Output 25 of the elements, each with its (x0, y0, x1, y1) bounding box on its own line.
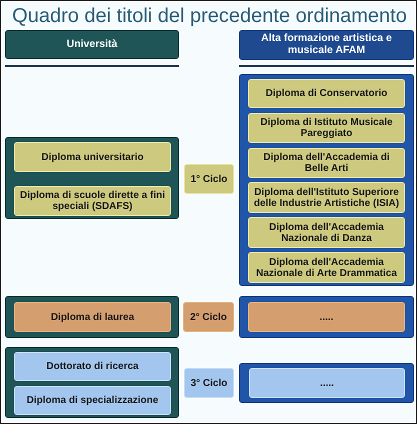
group-panel (5, 137, 179, 219)
group-panel (239, 363, 414, 403)
column-header: Università (5, 30, 179, 59)
cycle-box: 3° Ciclo (184, 368, 234, 398)
title-box: Diploma di Istituto Musicale Pareggiato (248, 113, 405, 143)
group-panel (239, 296, 414, 338)
title-box: Diploma universitario (14, 142, 171, 172)
title-box: Diploma dell'Accademia di Belle Arti (248, 148, 405, 178)
group-panel (5, 347, 179, 418)
column-header: Alta formazione artistica e musicale AFAM (239, 30, 414, 60)
cycle-box: 2° Ciclo (183, 302, 234, 332)
title-box: ..... (249, 368, 405, 398)
title-box: Diploma di scuole dirette a fini speciali (SDAFS) (14, 186, 171, 216)
title-box: Diploma dell'Accademia Nazionale di Danza (248, 217, 405, 248)
title-box: Diploma di Conservatorio (248, 79, 405, 108)
title-box: Diploma di laurea (14, 302, 171, 332)
title: Quadro dei titoli del precedente ordinamento (11, 4, 408, 28)
group-panel (239, 74, 414, 286)
group-panel (5, 296, 179, 338)
cycle-box: 1° Ciclo (184, 164, 234, 194)
title-box: Diploma dell'Accademia Nazionale di Arte Drammatica (248, 252, 405, 283)
title-box: Diploma di specializzazione (14, 386, 171, 415)
title-box: ..... (248, 302, 405, 332)
title-box: Diploma dell'Istituto Superiore delle Industrie Artistiche (ISIA) (248, 182, 405, 213)
title-box: Dottorato di ricerca (14, 352, 171, 381)
